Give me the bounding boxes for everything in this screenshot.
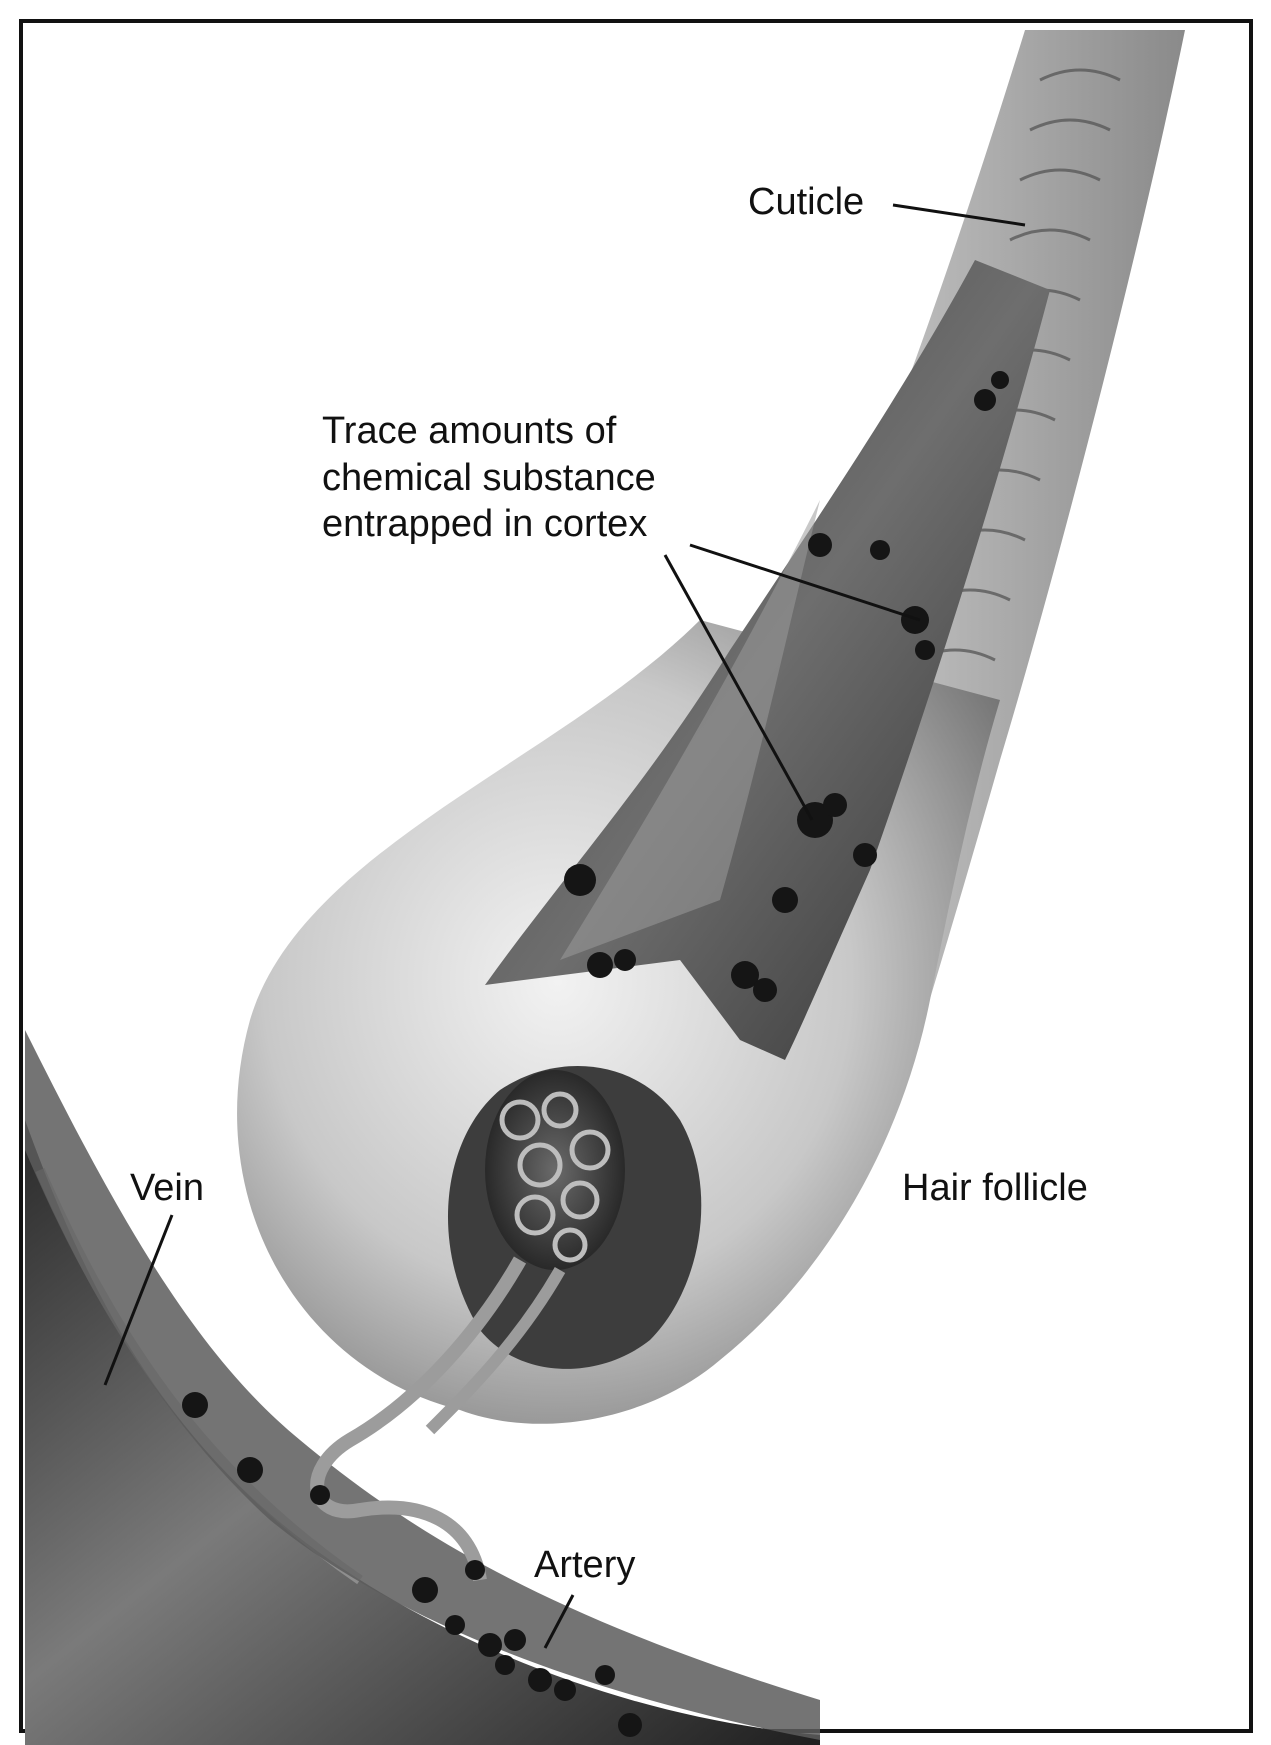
dermal-papilla <box>485 1070 625 1270</box>
label-hair-follicle: Hair follicle <box>902 1167 1088 1209</box>
label-trace-line-1: Trace amounts of <box>322 410 617 452</box>
label-vein: Vein <box>130 1167 204 1209</box>
label-artery: Artery <box>534 1544 635 1586</box>
label-trace-line-3: entrapped in cortex <box>322 503 647 545</box>
label-cuticle: Cuticle <box>748 181 864 223</box>
label-trace-line-2: chemical substance <box>322 457 656 499</box>
